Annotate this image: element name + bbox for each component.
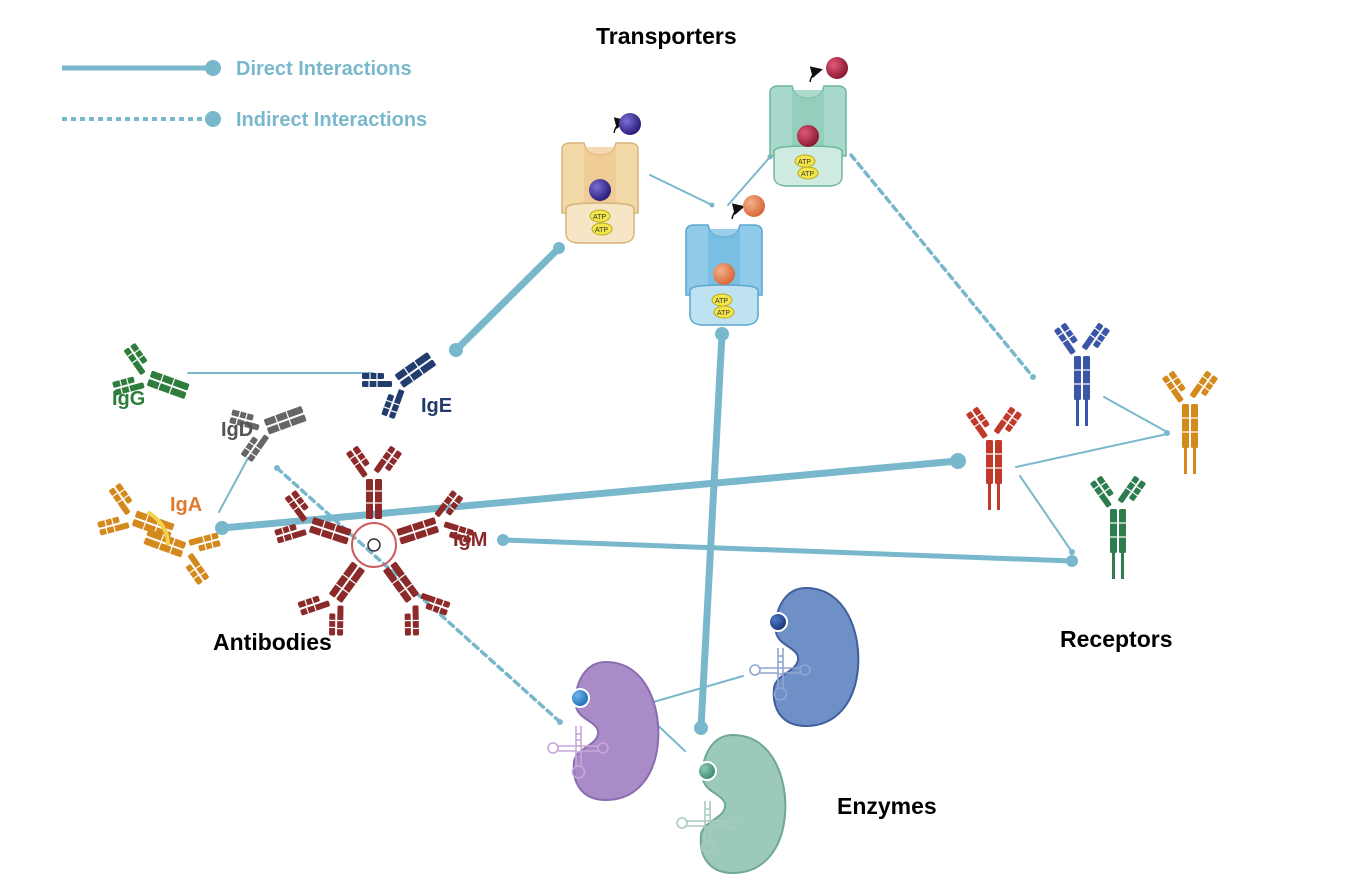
enzymes-title: Enzymes	[837, 793, 937, 819]
enzyme-purple-cofactor	[570, 688, 590, 708]
strong-direct-links	[218, 244, 1075, 732]
red-released-substrate	[826, 57, 848, 79]
legend-indirect: Indirect Interactions	[62, 109, 427, 131]
red-substrate	[797, 125, 819, 147]
purple-released-substrate	[619, 113, 641, 135]
receptor-orange	[1162, 370, 1218, 474]
antibody-igm: IgM	[271, 445, 487, 642]
legend-indirect-label: Indirect Interactions	[236, 109, 427, 131]
antibody-iga: IgA	[93, 480, 225, 588]
atp-label: ATP	[715, 298, 728, 305]
iga-label: IgA	[170, 494, 202, 516]
receptor-blue	[1054, 322, 1110, 426]
transporter-orange: ATP ATP	[561, 113, 641, 244]
antibody-igd: IgD	[221, 387, 314, 465]
thin-direct-links	[187, 156, 1168, 752]
legend-direct: Direct Interactions	[62, 58, 412, 80]
orange-released-substrate	[743, 195, 765, 217]
purple-substrate	[589, 179, 611, 201]
enzyme-purple	[547, 661, 660, 801]
legend-indirect-dot	[205, 111, 221, 127]
igm-label: IgM	[453, 529, 487, 551]
legend: Direct Interactions Indirect Interaction…	[62, 58, 427, 131]
efflux-arrow	[809, 66, 823, 83]
enzyme-blue	[749, 587, 860, 727]
legend-direct-label: Direct Interactions	[236, 58, 412, 80]
igm-icon	[271, 445, 478, 642]
igg-label: IgG	[112, 388, 145, 410]
receptors-title: Receptors	[1060, 626, 1172, 652]
atp-label: ATP	[595, 227, 608, 234]
iga-icon	[93, 480, 225, 588]
enzyme-teal	[676, 734, 787, 874]
antibody-ige: IgE	[355, 335, 452, 423]
indirect-link-ends	[274, 374, 1036, 725]
receptor-red	[966, 406, 1022, 510]
transporter-blue: ATP ATP	[685, 195, 765, 326]
atp-label: ATP	[801, 171, 814, 178]
transporters-title: Transporters	[596, 23, 737, 49]
connections	[187, 153, 1170, 752]
receptor-green	[1090, 475, 1146, 579]
orange-substrate	[713, 263, 735, 285]
enzyme-teal-cofactor	[697, 761, 717, 781]
transporter-teal: ATP ATP	[769, 57, 848, 187]
indirect-links	[275, 153, 1035, 724]
antibodies-title: Antibodies	[213, 629, 332, 655]
legend-direct-dot	[205, 60, 221, 76]
thin-link-ends	[709, 154, 1170, 555]
enzyme-blue-cofactor	[768, 612, 788, 632]
igd-label: IgD	[221, 419, 253, 441]
atp-label: ATP	[717, 310, 730, 317]
atp-label: ATP	[593, 214, 606, 221]
efflux-arrow	[731, 203, 745, 220]
strong-direct-link-ends	[215, 242, 1078, 735]
ige-label: IgE	[421, 395, 452, 417]
antibody-igg: IgG	[108, 340, 196, 418]
atp-label: ATP	[798, 159, 811, 166]
